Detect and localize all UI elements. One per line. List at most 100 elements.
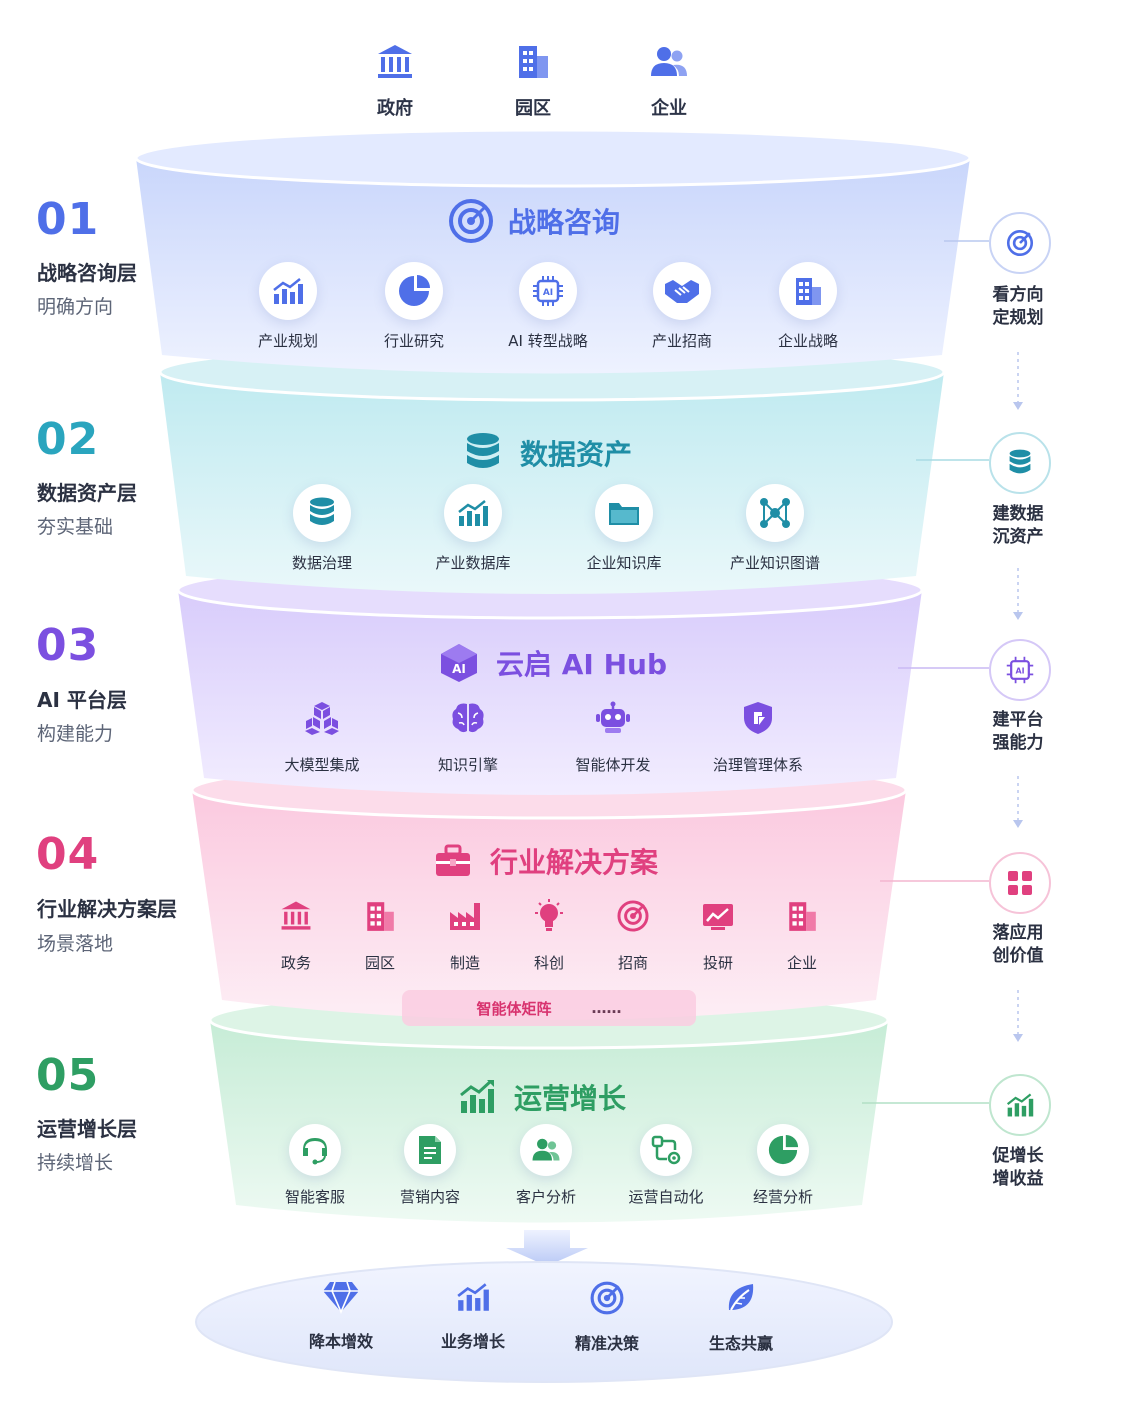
government-building-icon xyxy=(350,42,440,86)
item-agent-development[interactable]: 智能体开发 xyxy=(553,692,673,775)
item-label: 产业招商 xyxy=(651,332,712,350)
users-icon xyxy=(520,1124,572,1176)
item-investment-research[interactable]: 投研 xyxy=(658,890,778,973)
layer-name: 运营增长层 xyxy=(37,1117,137,1141)
agent-matrix[interactable]: 智能体矩阵 …… xyxy=(402,990,696,1026)
item-investment-attraction[interactable]: 招商 xyxy=(573,890,693,973)
layer-number: 01 xyxy=(36,194,100,245)
side-apps-grid-icon xyxy=(989,852,1051,914)
item-ai-strategy[interactable]: AI AI 转型战略 xyxy=(488,262,608,351)
side-caption-line: 看方向 xyxy=(992,285,1044,305)
layer-subtitle: 场景落地 xyxy=(37,933,114,955)
item-business-analysis[interactable]: 经营分析 xyxy=(723,1124,843,1207)
item-industry-planning[interactable]: 产业规划 xyxy=(228,262,348,351)
ai-cube-icon: AI xyxy=(436,640,482,686)
item-label: 智能客服 xyxy=(284,1188,345,1206)
layer-title-text: 行业解决方案 xyxy=(490,846,659,879)
layer-number: 02 xyxy=(36,414,100,465)
item-data-governance[interactable]: 数据治理 xyxy=(262,484,382,573)
shield-icon xyxy=(732,692,784,744)
item-knowledge-graph[interactable]: 产业知识图谱 xyxy=(715,484,835,573)
robot-icon xyxy=(587,692,639,744)
item-governance-system[interactable]: 治理管理体系 xyxy=(698,692,818,775)
item-label: AI 转型战略 xyxy=(508,332,588,350)
side-caption-5: 促增长 增收益 xyxy=(968,1145,1068,1191)
item-smart-customer-service[interactable]: 智能客服 xyxy=(255,1124,375,1207)
item-label: 园区 xyxy=(364,954,395,972)
side-caption-line: 沉资产 xyxy=(992,527,1044,547)
item-label: 客户分析 xyxy=(515,1188,576,1206)
layer-title-text: 战略咨询 xyxy=(508,206,621,239)
item-government-affairs[interactable]: 政务 xyxy=(236,890,356,973)
item-enterprise-knowledge-base[interactable]: 企业知识库 xyxy=(564,484,684,573)
top-entity-enterprise: 企业 xyxy=(624,42,714,120)
layer-number: 05 xyxy=(36,1050,100,1101)
item-label: 产业规划 xyxy=(257,332,318,350)
item-knowledge-engine[interactable]: 知识引擎 xyxy=(408,692,528,775)
outcome-cost-efficiency: 降本增效 xyxy=(276,1280,406,1352)
svg-text:AI: AI xyxy=(452,662,466,676)
item-industry-research[interactable]: 行业研究 xyxy=(354,262,474,351)
item-industry-database[interactable]: 产业数据库 xyxy=(413,484,533,573)
item-label: 产业知识图谱 xyxy=(729,554,820,572)
layer-name: AI 平台层 xyxy=(37,688,127,712)
band-3 xyxy=(178,590,922,795)
folder-icon xyxy=(595,484,653,542)
top-entity-label: 政府 xyxy=(377,98,413,119)
item-label: 经营分析 xyxy=(752,1188,813,1206)
side-growth-chart-icon xyxy=(989,1074,1051,1136)
item-label: 企业战略 xyxy=(777,332,838,350)
bar-chart-icon xyxy=(444,484,502,542)
item-label: 制造 xyxy=(449,954,480,972)
outcome-base xyxy=(195,1261,893,1383)
layer-subtitle: 夯实基础 xyxy=(37,516,114,538)
side-caption-line: 落应用 xyxy=(992,923,1044,943)
item-customer-analysis[interactable]: 客户分析 xyxy=(486,1124,606,1207)
side-database-icon xyxy=(989,432,1051,494)
side-caption-3: 建平台 强能力 xyxy=(968,709,1068,755)
item-marketing-content[interactable]: 营销内容 xyxy=(370,1124,490,1207)
layer-number: 04 xyxy=(36,829,100,880)
item-model-integration[interactable]: 大模型集成 xyxy=(262,692,382,775)
enterprise-building-icon xyxy=(776,890,828,942)
layer-title-5: 运营增长 xyxy=(454,1074,626,1120)
handshake-icon xyxy=(653,262,711,320)
layer-title-2: 数据资产 xyxy=(460,430,632,476)
side-caption-2: 建数据 沉资产 xyxy=(968,503,1068,549)
database-icon xyxy=(460,430,506,476)
side-caption-1: 看方向 定规划 xyxy=(968,284,1068,330)
outcome-business-growth: 业务增长 xyxy=(408,1280,538,1352)
growth-chart-icon xyxy=(454,1074,500,1120)
outcome-label: 业务增长 xyxy=(440,1332,505,1351)
item-label: 运营自动化 xyxy=(628,1188,704,1206)
item-enterprise-strategy[interactable]: 企业战略 xyxy=(748,262,868,351)
model-cubes-icon xyxy=(296,692,348,744)
side-ai-chip-icon: AI xyxy=(989,639,1051,701)
band-5 xyxy=(210,1020,888,1223)
svg-text:AI: AI xyxy=(1015,667,1024,676)
item-innovation[interactable]: 科创 xyxy=(489,890,609,973)
briefcase-icon xyxy=(430,838,476,884)
leaf-icon xyxy=(676,1280,806,1320)
document-icon xyxy=(404,1124,456,1176)
item-investment-attraction[interactable]: 产业招商 xyxy=(622,262,742,351)
users-icon xyxy=(624,42,714,86)
outcome-label: 降本增效 xyxy=(308,1332,373,1351)
item-park[interactable]: 园区 xyxy=(320,890,440,973)
layer-subtitle: 持续增长 xyxy=(37,1152,114,1174)
item-enterprise[interactable]: 企业 xyxy=(742,890,862,973)
investment-chart-icon xyxy=(692,890,744,942)
item-operation-automation[interactable]: 运营自动化 xyxy=(606,1124,726,1207)
layer-name: 行业解决方案层 xyxy=(37,897,177,921)
item-label: 治理管理体系 xyxy=(712,756,803,774)
item-manufacturing[interactable]: 制造 xyxy=(405,890,525,973)
top-entity-park: 园区 xyxy=(488,42,578,120)
outcome-precise-decision: 精准决策 xyxy=(542,1280,672,1354)
customer-service-icon xyxy=(289,1124,341,1176)
item-label: 大模型集成 xyxy=(284,756,360,774)
item-label: 企业 xyxy=(786,954,817,972)
pie-chart-icon xyxy=(385,262,443,320)
pie-chart-icon xyxy=(757,1124,809,1176)
factory-icon xyxy=(439,890,491,942)
item-label: 产业数据库 xyxy=(435,554,511,572)
